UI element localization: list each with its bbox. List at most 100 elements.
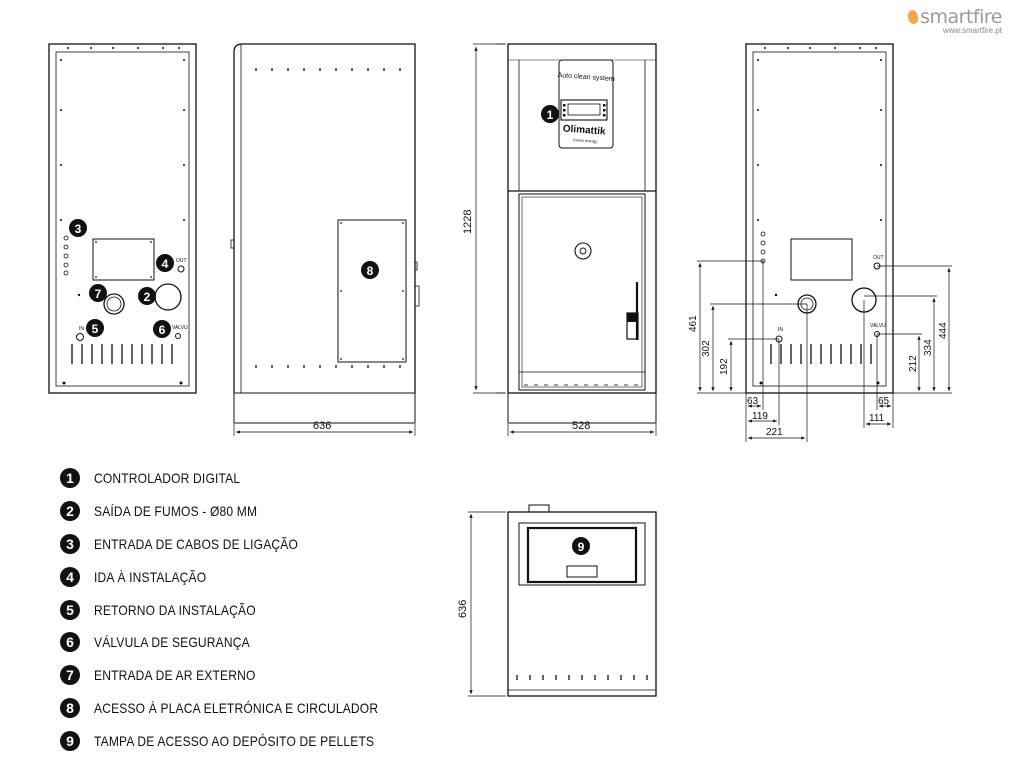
legend-item-2: 2 SAÍDA DE FUMOS - Ø80 MM [60,495,424,528]
dim-221: 221 [766,427,783,438]
rear-out-label: OUT [873,255,884,261]
screw-dot [60,164,62,166]
back-panel-screws [60,47,185,385]
legend-label-5: RETORNO DA INSTALAÇÃO [94,601,256,618]
screw-dot [178,47,180,49]
screw-dot [183,219,185,221]
digital-controller-display [560,99,608,121]
screw-dot [757,109,759,111]
legend-label-2: SAÍDA DE FUMOS - Ø80 MM [94,503,258,520]
svg-text:1: 1 [547,108,554,122]
legend-badge-7: 7 [60,665,80,686]
dim-212: 212 [908,355,919,372]
screw-dot [809,47,811,49]
dim-63: 63 [747,396,759,407]
callout-1-icon: 1 [541,105,559,123]
front-height-value: 1228 [462,210,474,234]
callout-2-icon: 2 [138,287,156,305]
screw-dot [60,219,62,221]
brand-name: smartfire [920,6,1002,28]
screw-dot [183,109,185,111]
callout-3-icon: 3 [69,219,87,237]
dim-119: 119 [752,411,768,422]
valve-label: VALVU [172,325,188,331]
screw-dot [162,47,164,49]
brand-url: www.smartfire.pt [942,26,1002,35]
in-label: IN [79,326,84,332]
top-depth-value: 636 [457,600,469,618]
back-plate-screws [95,241,152,278]
screw-dot [757,164,759,166]
legend-item-4: 4 IDA À INSTALAÇÃO [60,560,424,593]
rear-right-dimensions [863,265,952,428]
svg-text:6: 6 [159,323,166,337]
rear-in-label: IN [778,327,783,333]
side-panel-screws [340,222,404,360]
svg-text:7: 7 [95,287,102,301]
legend-item-8: 8 ACESSO À PLACA ELETRÓNICA E CIRCULADOR [60,692,424,725]
hopper-lid-handle [566,565,598,578]
front-view: Auto clean system Olimattik Green energy… [462,43,657,436]
legend-badge-5: 5 [60,599,80,620]
screw-dot [859,47,861,49]
screw-dot [764,47,766,49]
screw-dot [880,109,882,111]
door-lock [574,242,592,260]
back-view: IN VALVU OUT [48,43,197,394]
callout-4-icon: 4 [156,254,174,272]
svg-text:2: 2 [144,290,151,304]
side-width-value: 636 [313,420,331,432]
legend-label-4: IDA À INSTALAÇÃO [94,568,207,585]
dim-334: 334 [923,339,934,356]
callout-badges: 1 2 3 4 5 6 7 8 9 [69,105,590,555]
screw-dot [67,47,69,49]
screw-dot [179,381,183,385]
callout-7-icon: 7 [89,284,107,302]
screw-dot [183,164,185,166]
back-vent-slots [71,344,173,364]
screw-dot [62,381,66,385]
svg-text:8: 8 [367,264,374,278]
front-door [518,193,646,391]
legend-badge-3: 3 [60,533,80,554]
dim-461: 461 [688,315,699,332]
svg-text:3: 3 [75,222,82,236]
brand-logo-subtitle: Green energy [573,137,598,144]
screw-dot [90,47,92,49]
side-view: 636 [230,43,420,436]
svg-text:5: 5 [92,322,99,336]
legend-label-8: ACESSO À PLACA ELETRÓNICA E CIRCULADOR [94,699,379,716]
rear-dimensioned-view: IN VALVU OUT 461 302 192 63 119 221 [688,43,952,442]
callout-8-icon: 8 [361,261,379,279]
cable-entry-holes [63,235,69,276]
legend-badge-1: 1 [60,468,80,489]
screw-dot [60,59,62,61]
front-width-value: 528 [572,420,590,432]
valve-connection-ring [175,333,181,339]
screw-dot [137,47,139,49]
callout-6-icon: 6 [153,320,171,338]
flame-icon [906,9,920,25]
legend-badge-4: 4 [60,566,80,587]
screw-dot [880,219,882,221]
out-label: OUT [176,258,187,264]
screw-dot [834,47,836,49]
rear-valve-label: VALVU [870,323,886,329]
legend-item-7: 7 ENTRADA DE AR EXTERNO [60,659,424,692]
legend-badge-8: 8 [60,697,80,718]
electronics-access-panel [337,219,407,363]
screw-dot [787,47,789,49]
legend-badge-2: 2 [60,501,80,522]
legend-badge-6: 6 [60,632,80,653]
legend-item-5: 5 RETORNO DA INSTALAÇÃO [60,593,424,626]
svg-text:4: 4 [162,257,169,271]
brand-logo-olimattik: Olimattik [562,124,606,138]
out-connection-ring [177,265,185,273]
dim-302: 302 [701,340,712,357]
legend-label-7: ENTRADA DE AR EXTERNO [94,667,256,684]
